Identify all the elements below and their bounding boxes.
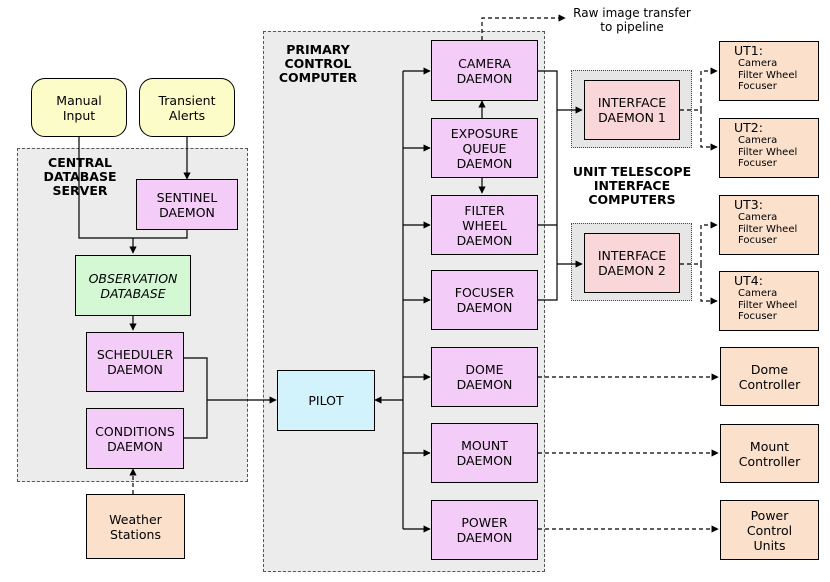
- exposure-queue-daemon-node: EXPOSURE QUEUE DAEMON: [431, 118, 538, 178]
- sentinel-daemon-node: SENTINEL DAEMON: [136, 179, 238, 230]
- ut2-name: UT2:: [734, 120, 763, 135]
- focuser-daemon-node: FOCUSER DAEMON: [431, 270, 538, 330]
- edge-manual-to-database: [78, 137, 137, 254]
- interface-daemon-2-node: INTERFACE DAEMON 2: [584, 233, 680, 293]
- conditions-daemon-node: CONDITIONS DAEMON: [86, 408, 184, 469]
- manual-input-node: Manual Input: [31, 78, 127, 137]
- ut4-name: UT4:: [734, 273, 763, 288]
- observation-database-node: OBSERVATION DATABASE: [75, 255, 191, 316]
- central-database-server-label: CENTRAL DATABASE SERVER: [43, 155, 117, 198]
- scheduler-daemon-node: SCHEDULER DAEMON: [86, 332, 184, 392]
- raw-image-transfer-note: Raw image transfer to pipeline: [573, 6, 691, 34]
- unit-telescope-interface-computers-label: UNIT TELESCOPE INTERFACE COMPUTERS: [572, 164, 692, 207]
- pilot-node: PILOT: [277, 370, 375, 431]
- transient-alerts-node: Transient Alerts: [139, 78, 235, 137]
- power-control-units-node: Power Control Units: [720, 500, 819, 560]
- interface-daemon-1-node: INTERFACE DAEMON 1: [584, 80, 680, 140]
- ut3-items: Camera Filter Wheel Focuser: [738, 212, 798, 246]
- ut4-node: UT4: Camera Filter Wheel Focuser: [719, 271, 819, 331]
- ut2-items: Camera Filter Wheel Focuser: [738, 135, 798, 169]
- edge-scheduler-to-pilot: [184, 357, 208, 439]
- camera-daemon-node: CAMERA DAEMON: [431, 40, 538, 101]
- ut2-node: UT2: Camera Filter Wheel Focuser: [719, 118, 819, 178]
- dome-daemon-node: DOME DAEMON: [431, 347, 538, 407]
- filter-wheel-daemon-node: FILTER WHEEL DAEMON: [431, 195, 538, 255]
- ut1-items: Camera Filter Wheel Focuser: [738, 58, 798, 92]
- mount-controller-node: Mount Controller: [720, 424, 819, 483]
- dome-controller-node: Dome Controller: [720, 347, 819, 406]
- primary-control-computer-label: PRIMARY CONTROL COMPUTER: [278, 42, 358, 85]
- power-daemon-node: POWER DAEMON: [431, 500, 538, 560]
- ut3-name: UT3:: [734, 197, 763, 212]
- weather-stations-node: Weather Stations: [86, 494, 185, 559]
- edge-sentinel-to-database: [133, 230, 188, 239]
- ut1-node: UT1: Camera Filter Wheel Focuser: [719, 41, 819, 101]
- ut3-node: UT3: Camera Filter Wheel Focuser: [719, 195, 819, 255]
- ut1-name: UT1:: [734, 43, 763, 58]
- ut4-items: Camera Filter Wheel Focuser: [738, 288, 798, 322]
- mount-daemon-node: MOUNT DAEMON: [431, 423, 538, 483]
